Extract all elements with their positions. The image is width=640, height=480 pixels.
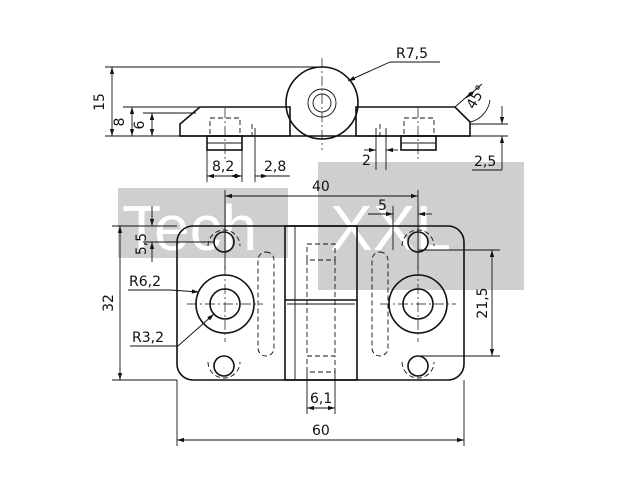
side-view-dimensions: 15 8 6 R7,5 45° 8,2 2,8 2 xyxy=(92,46,508,182)
dim-height-8: 8 xyxy=(112,118,128,127)
side-screw-left xyxy=(206,117,243,151)
dim-radius-knuckle: R7,5 xyxy=(396,46,428,62)
dim-offset-5-5: 5,5 xyxy=(134,233,150,255)
side-view-base-plate xyxy=(179,106,291,137)
hidden-screw-bottom-right xyxy=(401,355,435,379)
top-view-knuckle xyxy=(284,225,358,381)
dim-height-6: 6 xyxy=(132,120,148,129)
dim-thickness-2-5: 2,5 xyxy=(474,154,496,170)
dim-radius-3-2: R3,2 xyxy=(132,330,164,346)
dim-height-total: 15 xyxy=(92,93,108,111)
dim-radius-6-2: R6,2 xyxy=(129,274,161,290)
dim-width-60: 60 xyxy=(312,423,330,439)
dim-width-8-2: 8,2 xyxy=(212,159,234,175)
side-view-base-plate-right xyxy=(355,106,471,137)
top-view-dimensions: 40 5 5,5 32 R6,2 R3,2 21,5 6,1 xyxy=(101,179,500,446)
dim-width-40: 40 xyxy=(312,179,330,195)
dim-gap-2: 2 xyxy=(362,153,371,169)
watermark-text-left: Tech xyxy=(122,192,257,264)
dim-width-2-8: 2,8 xyxy=(264,159,286,175)
dim-height-21-5: 21,5 xyxy=(475,287,491,318)
top-view xyxy=(176,225,465,381)
top-view-pin-upper xyxy=(306,243,336,261)
watermark-text-right: XXL xyxy=(330,192,451,264)
side-view xyxy=(179,58,471,160)
top-view-slot-left xyxy=(257,251,275,357)
hidden-screw-bottom-left xyxy=(207,355,241,379)
top-view-slot-right xyxy=(371,251,389,357)
dim-width-5: 5 xyxy=(378,198,387,214)
dim-width-6-1: 6,1 xyxy=(310,391,332,407)
watermark-box-left xyxy=(118,188,288,258)
side-screw-right xyxy=(400,117,437,151)
top-view-pin-lower xyxy=(306,355,336,373)
dim-angle: 45° xyxy=(464,82,490,112)
dim-height-32: 32 xyxy=(101,294,117,312)
